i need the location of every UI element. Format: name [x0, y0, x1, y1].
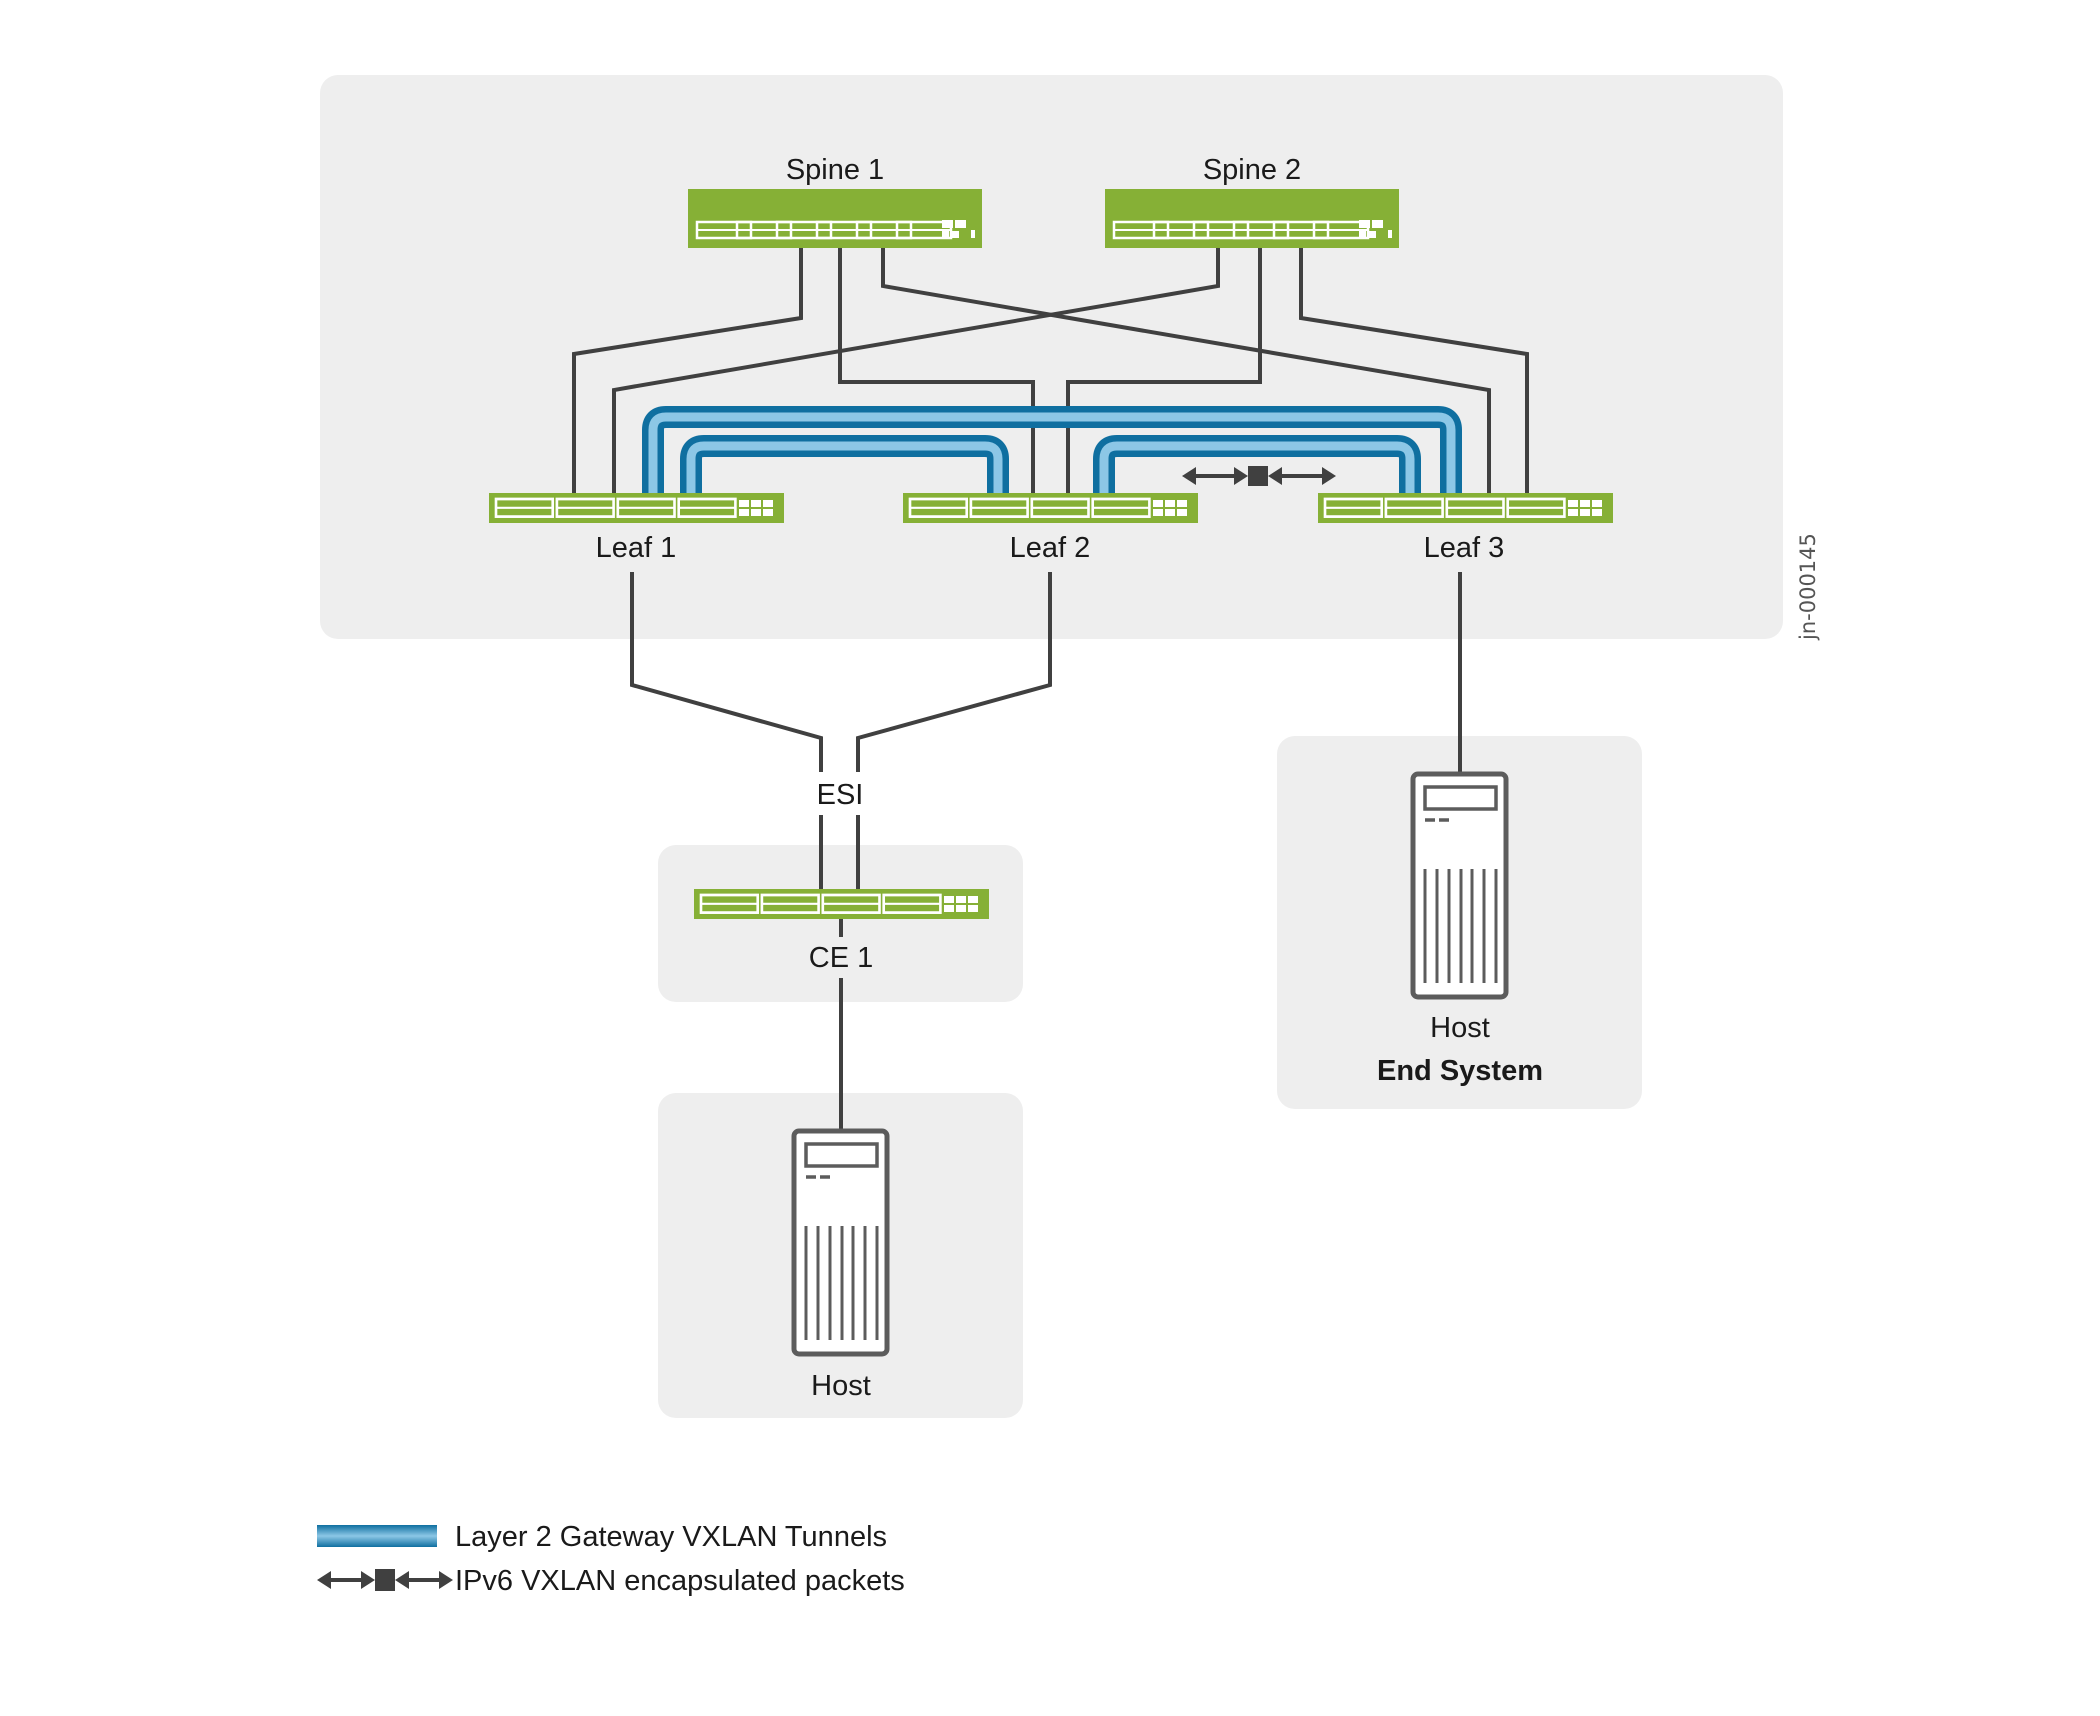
- legend-tunnel-swatch: [317, 1525, 437, 1547]
- leaf3-label: Leaf 3: [1424, 532, 1505, 564]
- leaf1-label: Leaf 1: [596, 532, 677, 564]
- end-host-label: Host: [1430, 1012, 1490, 1044]
- spine1-label: Spine 1: [786, 154, 884, 186]
- esi-links: [630, 572, 1052, 890]
- link-leaf2-ce1: [856, 572, 1052, 772]
- host-label: Host: [811, 1370, 871, 1402]
- ce1-switch[interactable]: [694, 889, 989, 919]
- esi-label: ESI: [817, 779, 864, 811]
- leaf2-switch[interactable]: [903, 493, 1198, 523]
- link-spine2-leaf1: [612, 248, 1220, 496]
- leaf3-switch[interactable]: [1318, 493, 1613, 523]
- link-spine1-leaf3: [881, 248, 1491, 496]
- doc-id: jn-000145: [1796, 533, 1820, 641]
- link-spine1-leaf2: [838, 248, 1035, 496]
- spine-leaf-links: [572, 248, 1529, 496]
- ipv6-packets-symbol: [1182, 466, 1336, 486]
- vxlan-tunnels: [642, 406, 1462, 496]
- link-spine2-leaf2: [1066, 248, 1262, 496]
- link-spine2-leaf3: [1299, 248, 1529, 496]
- legend-tunnel-label: Layer 2 Gateway VXLAN Tunnels: [455, 1521, 887, 1553]
- link-leaf1-ce1: [630, 572, 823, 772]
- leaf2-label: Leaf 2: [1010, 532, 1091, 564]
- legend-packets-symbol: [317, 1569, 453, 1591]
- spine1-switch[interactable]: [688, 189, 982, 248]
- ce1-label: CE 1: [809, 942, 873, 974]
- spine2-label: Spine 2: [1203, 154, 1301, 186]
- end-system-label: End System: [1377, 1055, 1543, 1087]
- legend: Layer 2 Gateway VXLAN Tunnels IPv6 VXLAN…: [317, 1521, 905, 1597]
- host-server-icon[interactable]: [794, 1131, 887, 1354]
- legend-packets-label: IPv6 VXLAN encapsulated packets: [455, 1565, 905, 1597]
- spine2-switch[interactable]: [1105, 189, 1399, 248]
- end-system-server-icon[interactable]: [1413, 774, 1506, 997]
- link-spine1-leaf1: [572, 248, 803, 496]
- leaf1-switch[interactable]: [489, 493, 784, 523]
